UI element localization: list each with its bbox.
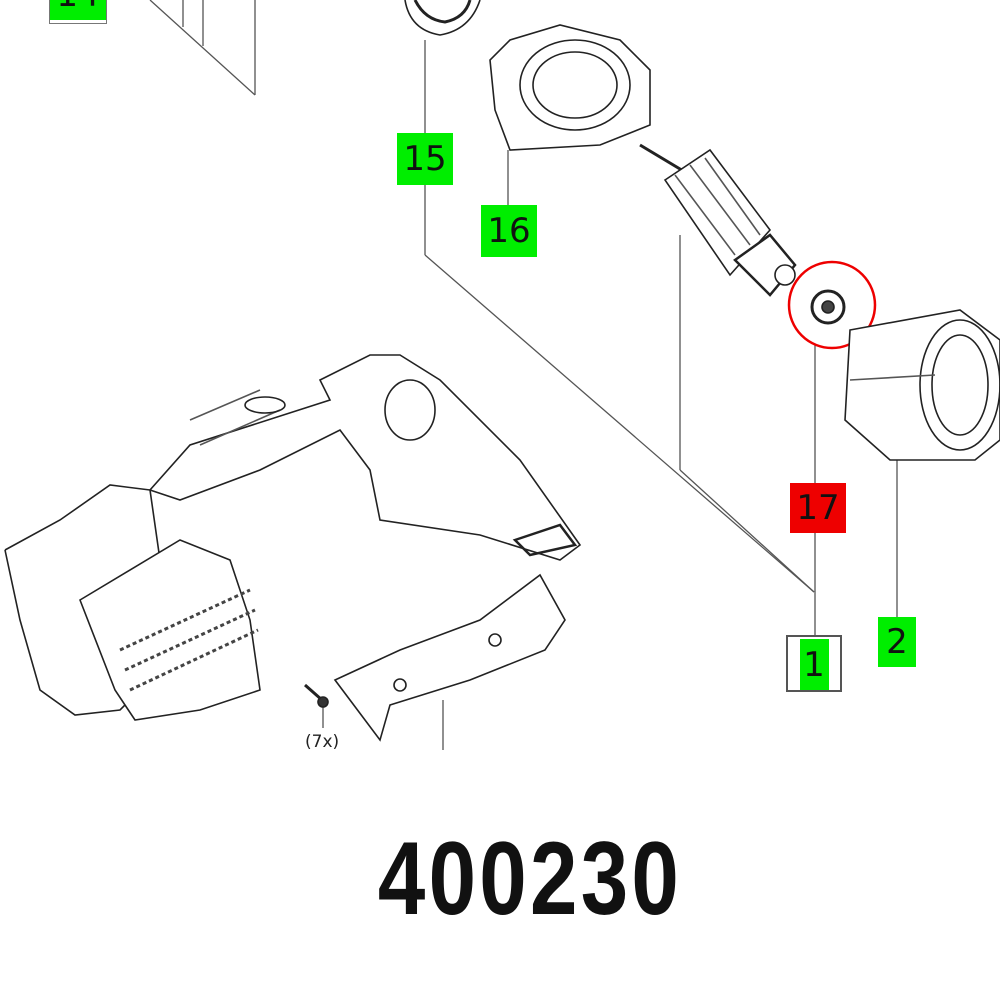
callout-15[interactable]: 15 <box>397 133 453 185</box>
part-15-bearing <box>404 0 481 36</box>
callout-16[interactable]: 16 <box>481 205 537 257</box>
part-number: 400230 <box>377 821 683 937</box>
part-16-air-guide <box>489 24 651 151</box>
part-2-stator <box>844 309 1000 461</box>
part-17-ball-bearing <box>810 289 846 325</box>
callout-1[interactable]: 1 <box>786 635 842 692</box>
housing <box>4 354 582 721</box>
quantity-note: (7x) <box>305 732 340 752</box>
cover-plate <box>333 573 566 742</box>
highlight-circle <box>787 260 877 350</box>
callout-14[interactable]: 14 <box>49 0 107 24</box>
callout-1-label: 1 <box>799 639 829 690</box>
armature <box>639 143 797 297</box>
callout-17[interactable]: 17 <box>790 483 846 533</box>
leader-lines <box>149 0 898 750</box>
screw-icon <box>304 683 329 708</box>
callout-2[interactable]: 2 <box>878 617 916 667</box>
